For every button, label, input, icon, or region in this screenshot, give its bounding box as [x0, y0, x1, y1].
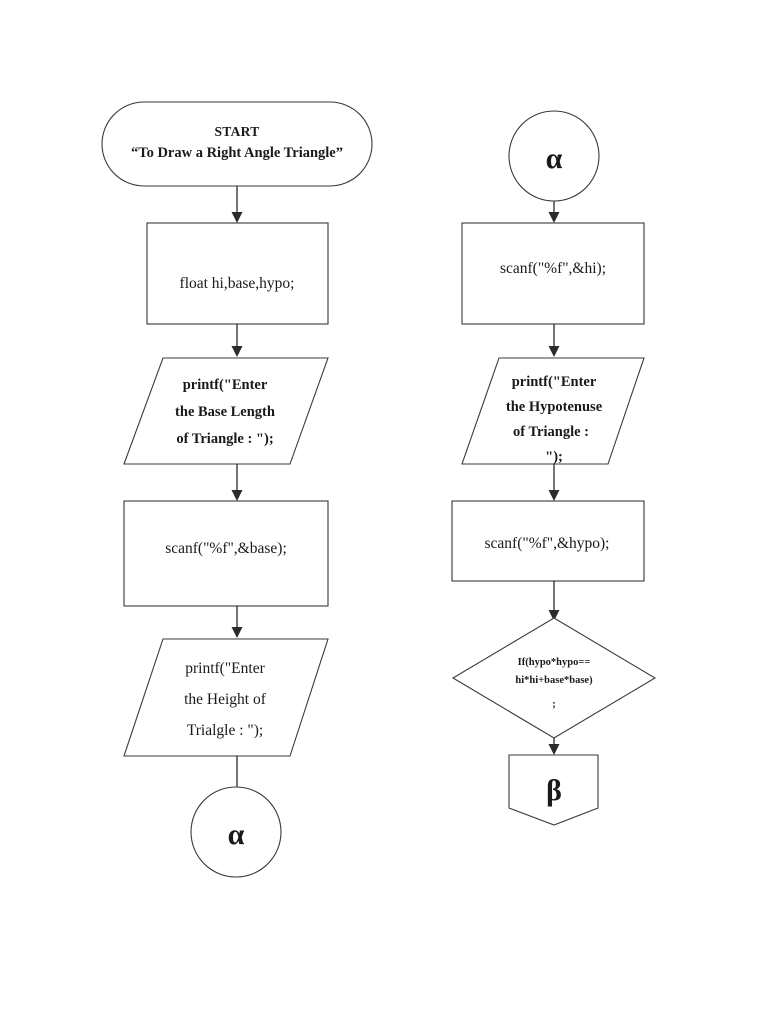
decision-line2: hi*hi+base*base) — [515, 675, 593, 686]
node-decision[interactable]: If(hypo*hypo== hi*hi+base*base) ; — [451, 617, 657, 739]
declaration-process-shape — [146, 222, 329, 325]
prompt-height-io-line1: printf("Enter — [185, 660, 265, 677]
arrow-prompt-base-to-read-base — [231, 464, 243, 501]
prompt-hypotenuse-io-line4: "); — [545, 449, 563, 465]
read-hypo-process-shape — [451, 500, 645, 582]
arrow-start-to-declaration — [231, 186, 243, 223]
arrow-alpha-to-read-hi — [548, 201, 560, 223]
read-base-process-line1: scanf("%f",&base); — [165, 540, 287, 557]
read-hypo-process-line1: scanf("%f",&hypo); — [485, 535, 610, 552]
prompt-base-io-line1: printf("Enter — [183, 377, 268, 393]
node-read-hi-process[interactable]: scanf("%f",&hi); — [461, 222, 645, 325]
prompt-height-io-line2: the Height of — [184, 691, 267, 708]
prompt-base-io-line3: of Triangle : "); — [176, 431, 273, 447]
node-prompt-height-io[interactable]: printf("Enter the Height of Trialgle : "… — [123, 638, 329, 757]
start-terminal-shape — [101, 101, 373, 187]
prompt-base-io-shape — [123, 357, 329, 465]
prompt-hypotenuse-io-line1: printf("Enter — [512, 374, 597, 390]
declaration-process-line1: float hi,base,hypo; — [180, 275, 295, 292]
node-read-hypo-process[interactable]: scanf("%f",&hypo); — [451, 500, 645, 582]
node-connector-alpha-out[interactable]: α — [190, 786, 282, 878]
connector-beta-shape — [508, 754, 599, 826]
prompt-height-io-line3: Trialgle : "); — [187, 722, 263, 739]
arrow-read-hi-to-prompt-hypotenuse — [548, 324, 560, 357]
arrow-read-hypo-to-decision — [548, 581, 560, 621]
connector-alpha-in-label: α — [546, 142, 563, 175]
decision-line3: ; — [552, 699, 556, 710]
read-hi-process-shape — [461, 222, 645, 325]
start-terminal-line1: START — [214, 124, 259, 139]
connector-alpha-out-shape — [190, 786, 282, 878]
prompt-hypotenuse-io-line3: of Triangle : — [513, 424, 589, 440]
node-prompt-base-io[interactable]: printf("Enter the Base Length of Triangl… — [123, 357, 329, 465]
start-terminal-line2: “To Draw a Right Angle Triangle” — [131, 145, 343, 161]
arrow-read-base-to-prompt-height — [231, 606, 243, 638]
node-connector-beta[interactable]: β — [508, 754, 599, 826]
connector-alpha-out-label: α — [228, 818, 245, 851]
arrow-prompt-hypotenuse-to-read-hypo — [548, 464, 560, 501]
node-connector-alpha-in[interactable]: α — [508, 110, 600, 202]
node-start-terminal[interactable]: START “To Draw a Right Angle Triangle” — [101, 101, 373, 187]
prompt-hypotenuse-io-line2: the Hypotenuse — [506, 399, 603, 415]
prompt-base-io-line2: the Base Length — [175, 404, 275, 420]
decision-line1: If(hypo*hypo== — [518, 657, 591, 668]
read-hi-process-line1: scanf("%f",&hi); — [500, 260, 606, 277]
node-read-base-process[interactable]: scanf("%f",&base); — [123, 500, 329, 607]
prompt-height-io-shape — [123, 638, 329, 757]
node-prompt-hypotenuse-io[interactable]: printf("Enter the Hypotenuse of Triangle… — [461, 357, 645, 465]
arrow-declaration-to-prompt-base — [231, 324, 243, 357]
arrow-decision-to-beta — [548, 738, 560, 755]
read-base-process-shape — [123, 500, 329, 607]
node-declaration-process[interactable]: float hi,base,hypo; — [146, 222, 329, 325]
prompt-hypotenuse-io-shape — [461, 357, 645, 465]
connector-beta-label: β — [546, 774, 562, 807]
